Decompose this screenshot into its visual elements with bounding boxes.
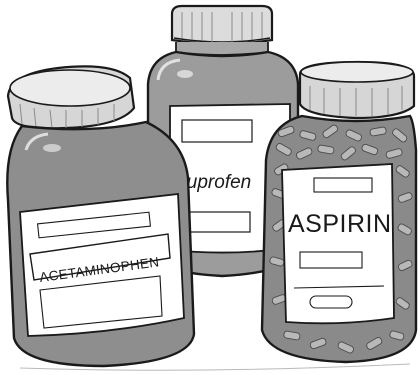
aspirin-bottle: ASPIRIN (260, 60, 418, 364)
acetaminophen-bottle: ACETAMINOPHEN (6, 65, 196, 368)
aspirin-label (281, 163, 395, 325)
ibuprofen-cap (170, 4, 274, 46)
aspirin-label-text: ASPIRIN (288, 210, 392, 238)
ibuprofen-label-text: ibuprofen (172, 172, 251, 193)
aspirin-pills (269, 124, 413, 354)
